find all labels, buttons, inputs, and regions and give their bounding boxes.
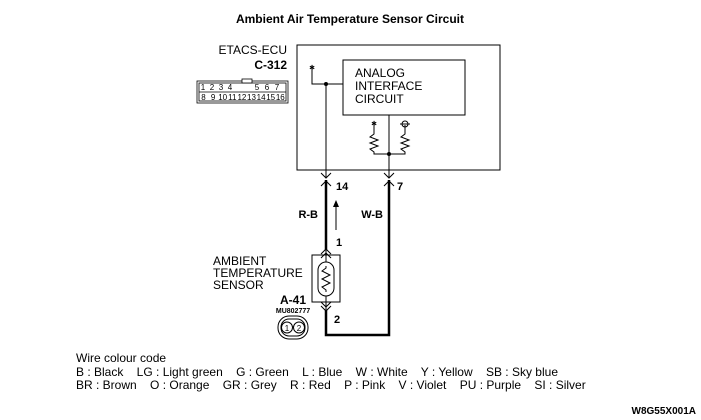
legend-heading: Wire colour code xyxy=(76,351,166,365)
sensor-part-number: MU802777 xyxy=(276,308,310,315)
sensor-connector-label: A-41 xyxy=(280,293,306,307)
wire-color-signal: R-B xyxy=(298,209,318,221)
ecu-box xyxy=(296,44,501,171)
ecu-name: ETACS-ECU xyxy=(219,43,287,57)
wire-colour-legend: Wire colour code B : Black LG : Light gr… xyxy=(76,351,586,392)
analog-interface-box xyxy=(342,59,466,116)
harness-wires xyxy=(324,180,391,337)
ground-symbol-icon: ✱ xyxy=(371,120,377,128)
legend-line-1: B : Black LG : Light green G : Green L :… xyxy=(76,365,558,379)
ecu-pin-9: 9 xyxy=(211,93,216,102)
ecu-pin-11: 11 xyxy=(228,93,237,102)
ecu-pin-4: 4 xyxy=(228,83,233,92)
ecu-pin-2: 2 xyxy=(210,83,215,92)
ecu-pin-7: 7 xyxy=(275,83,280,92)
circuit-label-1: ANALOG xyxy=(355,66,405,80)
ecu-connector-label: C-312 xyxy=(254,58,287,72)
ambient-temperature-sensor: AMBIENT TEMPERATURE SENSOR A-41 1 2 MU80… xyxy=(213,237,342,340)
sensor-pin-1: 1 xyxy=(285,324,290,333)
sensor-terminal-2: 2 xyxy=(334,314,340,326)
circuit-label-3: CIRCUIT xyxy=(355,92,404,106)
legend-line-2: BR : Brown O : Orange GR : Grey R : Red … xyxy=(76,378,586,392)
ecu-pin-1: 1 xyxy=(201,83,206,92)
ecu-pin-3: 3 xyxy=(219,83,224,92)
ecu-pin-15: 15 xyxy=(266,93,275,102)
wire-color-ground: W-B xyxy=(361,209,383,221)
ecu-pin-13: 13 xyxy=(247,93,256,102)
sensor-name-1: AMBIENT xyxy=(213,254,267,268)
ecu-pin-16: 16 xyxy=(276,93,285,102)
diagram-title: Ambient Air Temperature Sensor Circuit xyxy=(236,12,464,26)
ecu-pin-6: 6 xyxy=(265,83,270,92)
ecu-pin-5: 5 xyxy=(255,83,260,92)
etacs-ecu: ETACS-ECU C-312 ANALOG INTERFACE CIRCUIT… xyxy=(196,43,501,179)
ecu-terminal-14: 14 xyxy=(336,181,349,193)
circuit-label-2: INTERFACE xyxy=(355,79,422,93)
ground-symbol-icon: ✱ xyxy=(309,64,315,72)
ecu-pin-12: 12 xyxy=(237,93,246,102)
sensor-connector-face xyxy=(277,315,309,340)
ecu-pin-8: 8 xyxy=(201,93,206,102)
sensor-pin-2: 2 xyxy=(297,324,302,333)
ecu-terminal-7: 7 xyxy=(397,181,403,193)
ecu-connector-face xyxy=(196,78,289,104)
ecu-pin-10: 10 xyxy=(218,93,227,102)
ecu-pin-14: 14 xyxy=(257,93,266,102)
sensor-terminal-1: 1 xyxy=(336,237,342,249)
sensor-name-3: SENSOR xyxy=(213,278,264,292)
signal-direction-arrow-icon xyxy=(333,200,339,207)
figure-id: W8G55X001A xyxy=(632,406,696,417)
sensor-name-2: TEMPERATURE xyxy=(213,266,303,280)
